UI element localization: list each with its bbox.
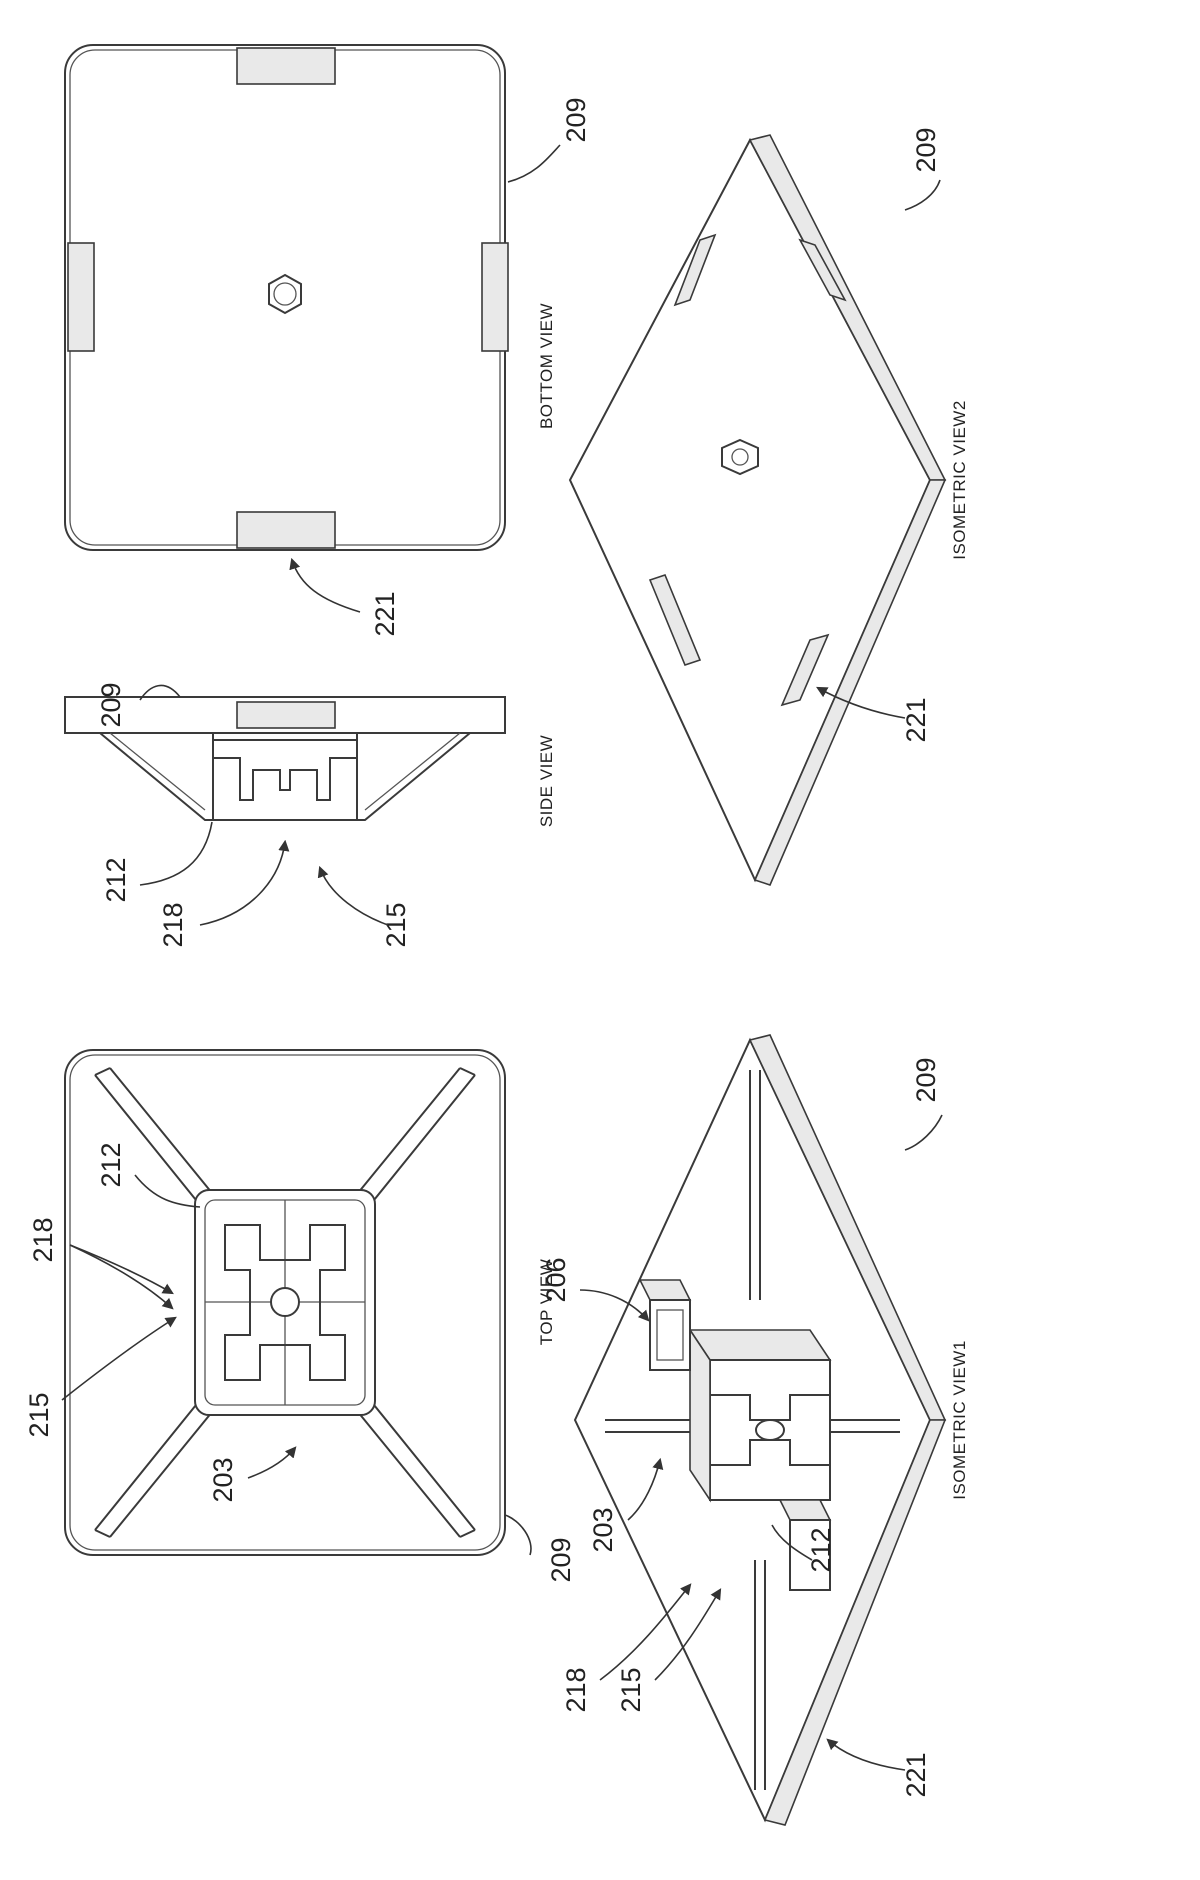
ref-203-top: 203: [208, 1457, 238, 1502]
ref-218-iso1: 218: [561, 1667, 591, 1712]
ref-212-iso1: 212: [806, 1527, 836, 1572]
iso1-rib-upper: [749, 1070, 761, 1300]
ref-221-iso1: 221: [901, 1752, 931, 1797]
iso1-caption: ISOMETRIC VIEW1: [950, 1340, 969, 1500]
iso1-block-206: [638, 1279, 692, 1371]
bottom-view-tab-left: [67, 242, 95, 352]
ref-212-top: 212: [96, 1142, 126, 1187]
top-view-caption: TOP VIEW: [537, 1259, 556, 1346]
top-view-cross-channel: [224, 1224, 346, 1381]
ref-209-iso2: 209: [911, 127, 941, 172]
iso1-hub: [688, 1327, 832, 1503]
iso2-tab-2: [798, 238, 847, 302]
ref-209-iso1: 209: [911, 1057, 941, 1102]
ref-203-iso1: 203: [588, 1507, 618, 1552]
side-view: SIDE VIEW 209 212 218 215: [64, 682, 556, 948]
top-view-ribs: [94, 1067, 476, 1538]
ref-212-side: 212: [101, 857, 131, 902]
top-view: TOP VIEW 218 212 215 203 209: [24, 1049, 576, 1583]
iso1-block-right: [778, 1499, 832, 1591]
iso2-hex-nut: [721, 438, 759, 476]
iso2-plate-edge-lower: [753, 479, 947, 886]
iso2-tab-4: [780, 633, 830, 707]
iso2-plate-top: [568, 137, 932, 883]
ref-215-side: 215: [381, 902, 411, 947]
top-view-center-hole: [270, 1287, 300, 1317]
bottom-view-tab-right: [481, 242, 509, 352]
ref-209-side: 209: [96, 682, 126, 727]
iso1-rib-lower: [754, 1560, 766, 1790]
ref-221-bottom: 221: [370, 591, 400, 636]
isometric-view1: ISOMETRIC VIEW1 206 209 203 218 215 212 …: [541, 1034, 969, 1826]
side-view-column: [212, 739, 358, 821]
ref-209-bottom: 209: [561, 97, 591, 142]
ref-218-top: 218: [28, 1217, 58, 1262]
ref-206-iso1: 206: [541, 1257, 571, 1302]
ref-215-iso1: 215: [616, 1667, 646, 1712]
bottom-view-tab-top: [236, 47, 336, 85]
side-view-caption: SIDE VIEW: [537, 735, 556, 827]
bottom-view-tab-bottom: [236, 511, 336, 549]
bottom-view-hex-nut: [268, 273, 302, 315]
ref-221-iso2: 221: [901, 697, 931, 742]
isometric-view2: ISOMETRIC VIEW2 209 221: [568, 127, 969, 886]
bottom-view-caption: BOTTOM VIEW: [537, 303, 556, 429]
iso2-caption: ISOMETRIC VIEW2: [950, 400, 969, 560]
ref-209-top: 209: [546, 1537, 576, 1582]
iso2-tab-1: [673, 233, 717, 307]
iso2-tab-3: [648, 574, 702, 666]
ref-215-top: 215: [24, 1392, 54, 1437]
ref-218-side: 218: [158, 902, 188, 947]
bottom-view: BOTTOM VIEW 209 221: [64, 44, 591, 637]
iso1-rib-left: [605, 1419, 690, 1433]
